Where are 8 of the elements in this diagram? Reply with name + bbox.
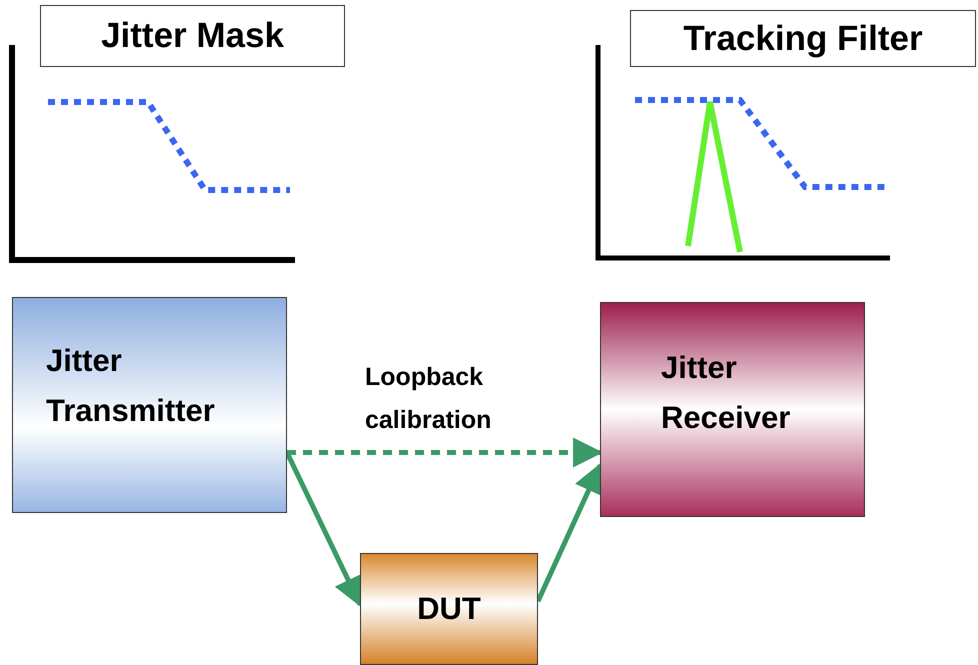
dut-block xyxy=(360,553,538,665)
receiver-block xyxy=(600,302,865,517)
block-label: DUT xyxy=(416,590,482,628)
chart-title-box: Tracking Filter xyxy=(630,10,976,67)
transmitter-block xyxy=(12,297,287,513)
block-label: Jitter Transmitter xyxy=(46,342,216,430)
chart-title-box: Jitter Mask xyxy=(40,5,345,67)
block-label: Jitter Receiver xyxy=(661,349,792,437)
